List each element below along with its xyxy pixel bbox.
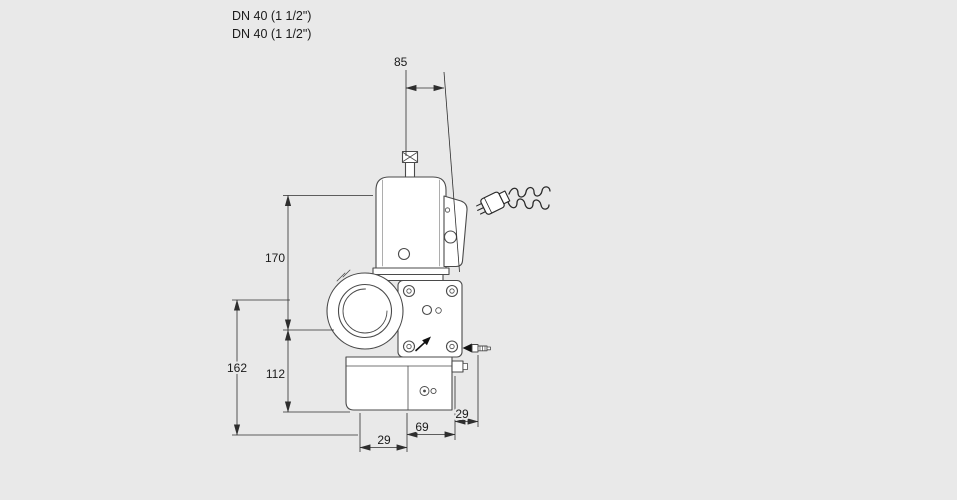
- nominal-size-label-1: DN 40 (1 1/2"): [232, 9, 311, 23]
- stem-neck: [404, 161, 416, 179]
- dimension-69-group: [406, 376, 456, 440]
- dimension-112-group: [283, 329, 350, 413]
- dimension-lines: [232, 70, 479, 452]
- valve-housing: [397, 279, 463, 358]
- test-point-arrow: [462, 343, 472, 353]
- flow-arrow-shaft: [415, 341, 426, 352]
- nominal-size-label-2: DN 40 (1 1/2"): [232, 27, 311, 41]
- housing-details: [415, 304, 442, 352]
- regulator-block: [345, 356, 468, 411]
- solenoid-coil: [375, 176, 447, 269]
- coil-outline: [375, 176, 447, 269]
- dim-162-label: 162: [227, 361, 247, 375]
- coil-screw: [397, 247, 411, 261]
- connector-pin: [476, 202, 483, 207]
- dim-29-right-label: 29: [455, 407, 469, 421]
- cable-gland-hole: [443, 230, 458, 244]
- dim-29-left-label: 29: [377, 433, 391, 447]
- dim-85-label: 85: [394, 55, 408, 69]
- flange-bore-circle: [337, 283, 393, 339]
- flange-thread-circle: [342, 288, 388, 334]
- cable-connector: [476, 186, 551, 215]
- top-stem: [401, 150, 419, 179]
- block-side-port: [451, 360, 464, 373]
- pigtail-wire-1: [508, 186, 551, 198]
- bolt-bottom-left: [402, 340, 416, 353]
- dimension-170-group: [283, 194, 373, 331]
- dimension-162-group: [232, 299, 358, 436]
- test-point-nipple: [462, 343, 491, 353]
- pigtail-wire-2: [507, 198, 550, 210]
- bolt-top-right: [445, 284, 459, 298]
- dim-112-label: 112: [266, 367, 285, 381]
- bolt-top-left: [402, 284, 416, 298]
- dimension-85-group: [405, 70, 460, 273]
- extension-line: [443, 71, 460, 273]
- flow-arrow-head: [422, 336, 431, 346]
- terminal-box-plate: [443, 195, 468, 268]
- connector-pin: [479, 211, 487, 215]
- block-outline: [345, 356, 453, 411]
- connector-plug: [476, 190, 511, 215]
- valve-illustration: [326, 150, 551, 411]
- dimension-29-right-group: [454, 355, 479, 427]
- connector-pin: [477, 207, 485, 211]
- dim-170-label: 170: [265, 251, 285, 265]
- bolt-bottom-right: [445, 340, 459, 353]
- inlet-flange: [326, 269, 404, 350]
- dim-69-label: 69: [415, 420, 429, 434]
